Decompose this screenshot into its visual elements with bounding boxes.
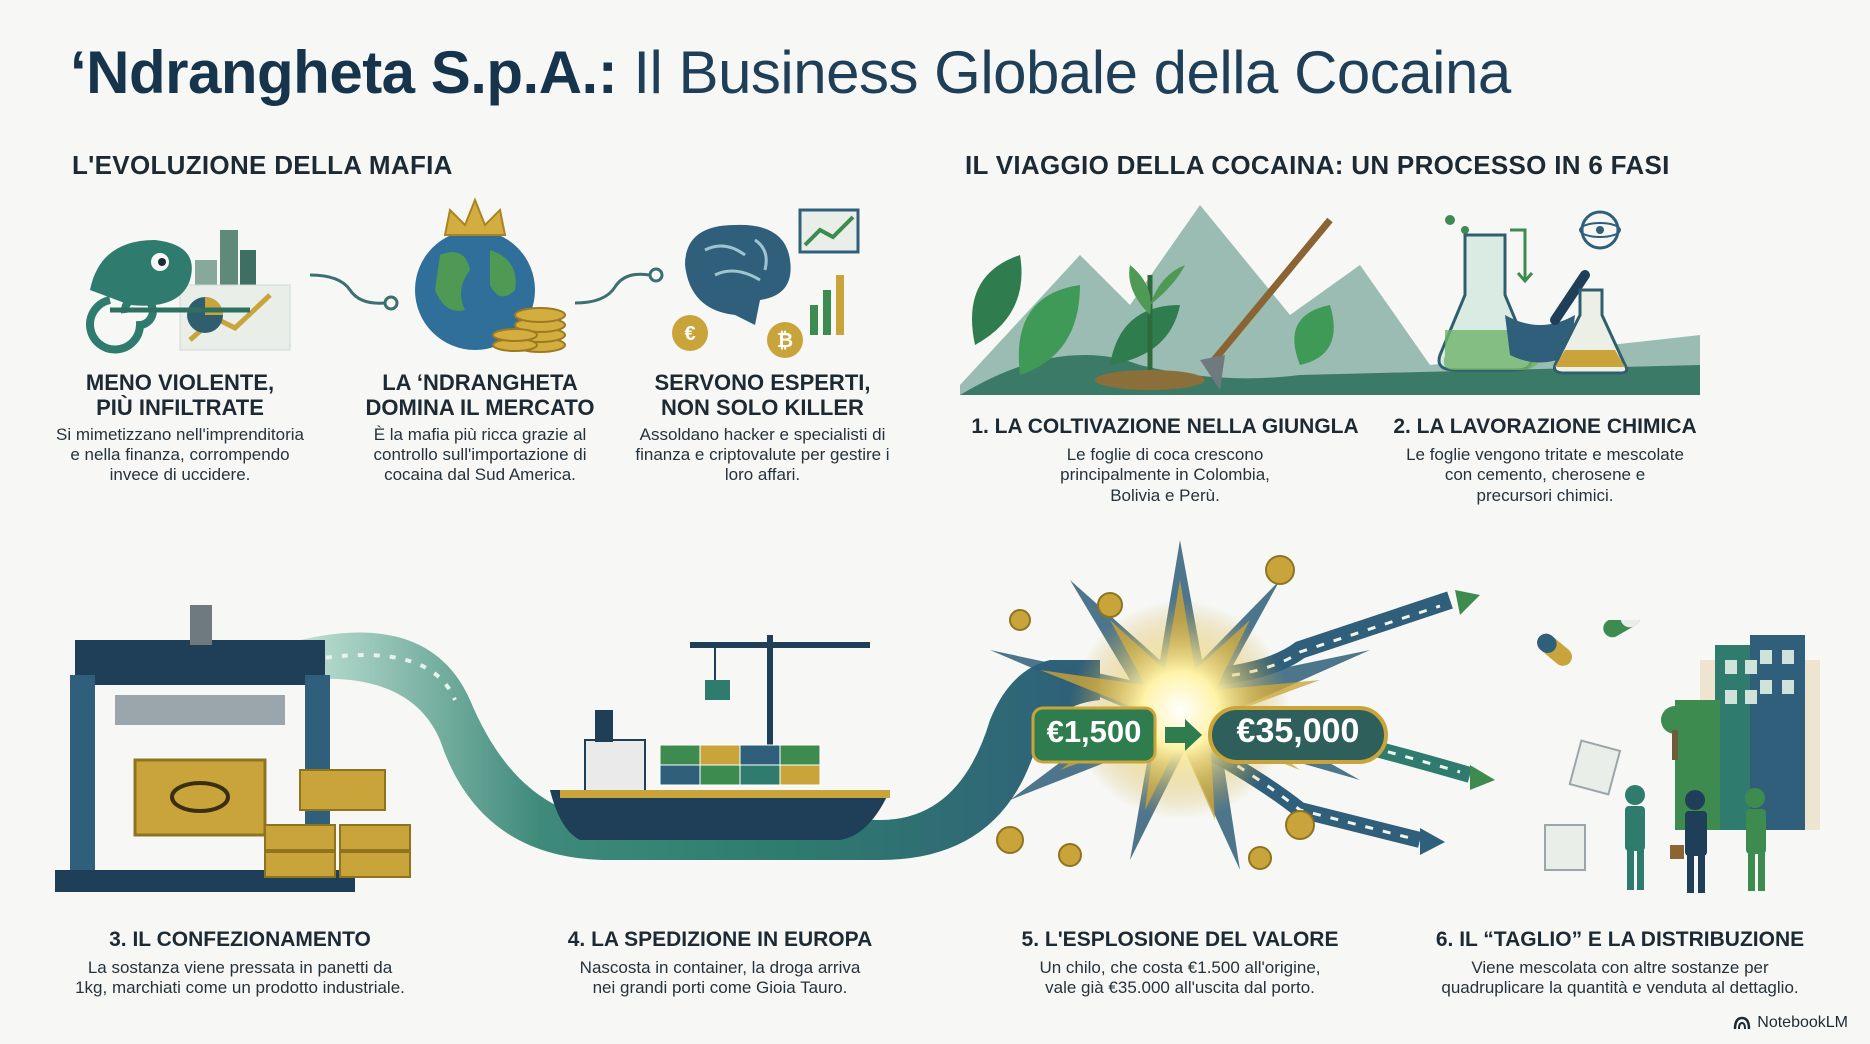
journey-heading: IL VIAGGIO DELLA COCAINA: UN PROCESSO IN… — [965, 150, 1670, 180]
port-price: €35,000 — [1236, 712, 1360, 750]
evolution-card-1: MENO VIOLENTE, PIÙ INFILTRATE Si mimetiz… — [55, 370, 305, 486]
mountain-plant-icon — [960, 205, 1700, 395]
step-2: 2. LA LAVORAZIONE CHIMICA Le foglie veng… — [1385, 415, 1705, 506]
notebooklm-logo-icon — [1734, 1016, 1751, 1030]
step-5: 5. L'ESPLOSIONE DEL VALORE Un chilo, che… — [1020, 928, 1340, 999]
card-title-line2: NON SOLO KILLER — [661, 395, 864, 421]
lab-flask-icon — [1437, 210, 1629, 375]
card-title-line1: SERVONO ESPERTI, — [654, 370, 871, 395]
price-tags — [1031, 706, 1388, 764]
page-title: ‘Ndrangheta S.p.A.: Il Business Globale … — [70, 38, 1511, 107]
connector-1 — [309, 273, 399, 311]
step-4: 4. LA SPEDIZIONE IN EUROPA Nascosta in c… — [555, 928, 885, 999]
step-title: 1. LA COLTIVAZIONE NELLA GIUNGLA — [971, 415, 1359, 438]
press-icon — [55, 605, 411, 892]
step-text: Le foglie di coca crescono principalment… — [1060, 445, 1270, 505]
step-title: 4. LA SPEDIZIONE IN EUROPA — [567, 928, 873, 951]
globe-crown-icon — [415, 197, 566, 353]
step-title: 3. IL CONFEZIONAMENTO — [109, 928, 371, 951]
step-text: Nascosta in container, la droga arriva n… — [579, 958, 861, 998]
connector-2 — [574, 267, 664, 305]
step-text: Le foglie vengono tritate e mescolate co… — [1406, 445, 1684, 505]
card-text: Assoldano hacker e specialisti di finanz… — [635, 424, 890, 485]
step-title: 6. IL “TAGLIO” E LA DISTRIBUZIONE — [1435, 928, 1805, 951]
step-title: 5. L'ESPLOSIONE DEL VALORE — [1021, 928, 1339, 951]
cargo-ship-icon — [550, 635, 890, 840]
brand-name: NotebookLM — [1757, 1014, 1848, 1031]
evolution-card-2: LA ‘NDRANGHETA DOMINA IL MERCATO È la ma… — [355, 370, 605, 486]
step-text: Un chilo, che costa €1.500 all'origine, … — [1039, 958, 1321, 998]
step-text: Viene mescolata con altre sostanze per q… — [1441, 958, 1799, 998]
svg-text:₿: ₿ — [777, 330, 793, 352]
title-bold: ‘Ndrangheta S.p.A.: — [70, 39, 618, 106]
chameleon-icon — [86, 230, 291, 354]
step-3: 3. IL CONFEZIONAMENTO La sostanza viene … — [75, 928, 405, 999]
origin-price: €1,500 — [1046, 714, 1142, 749]
card-text: Si mimetizzano nell'imprenditoria e nell… — [56, 424, 304, 485]
evolution-heading: L'EVOLUZIONE DELLA MAFIA — [72, 150, 453, 180]
step-1: 1. LA COLTIVAZIONE NELLA GIUNGLA Le fogl… — [965, 415, 1365, 506]
explosion-icon — [990, 540, 1370, 870]
step-text: La sostanza viene pressata in panetti da… — [75, 958, 405, 998]
card-text: È la mafia più ricca grazie al controllo… — [373, 424, 587, 485]
card-title-line2: DOMINA IL MERCATO — [365, 395, 595, 421]
evolution-card-3: SERVONO ESPERTI, NON SOLO KILLER Assolda… — [635, 370, 890, 486]
card-title-line1: LA ‘NDRANGHETA — [382, 370, 578, 395]
title-rest: Il Business Globale della Cocaina — [633, 39, 1511, 106]
step-title: 2. LA LAVORAZIONE CHIMICA — [1393, 415, 1697, 438]
step-6: 6. IL “TAGLIO” E LA DISTRIBUZIONE Viene … — [1420, 928, 1820, 999]
svg-text:€: € — [684, 323, 695, 345]
brand-badge: NotebookLM — [1733, 1014, 1848, 1032]
card-title-line2: PIÙ INFILTRATE — [96, 395, 264, 421]
distribution-icon — [1537, 620, 1820, 893]
card-title-line1: MENO VIOLENTE, — [85, 370, 275, 395]
brain-chart-icon: € ₿ — [672, 208, 860, 358]
